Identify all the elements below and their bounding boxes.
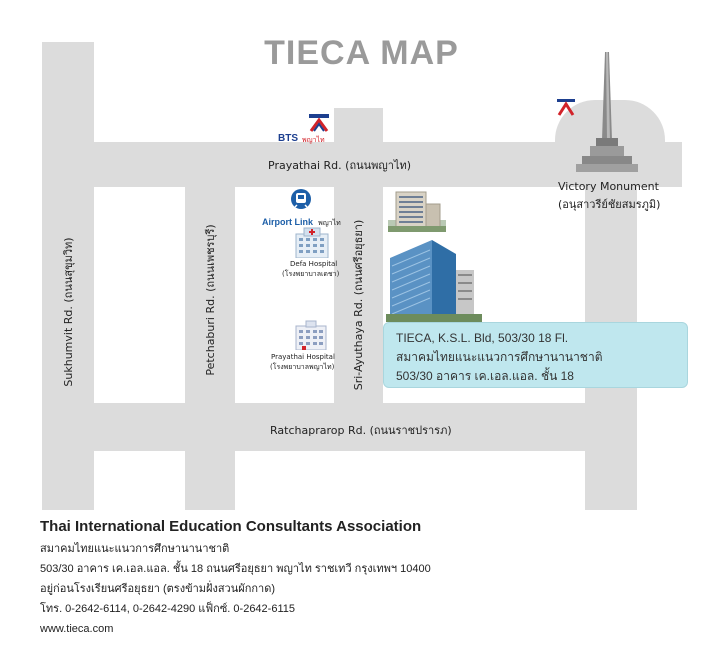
address-line: 503/30 อาคาร เค.เอล.แอล. ชั้น 18 ถนนศรีอ… bbox=[40, 563, 431, 575]
website-link[interactable]: www.tieca.com bbox=[40, 623, 114, 635]
hospital-building-icon bbox=[295, 227, 329, 258]
ksl-building-icon bbox=[386, 240, 482, 322]
airport-link-text: Airport Link bbox=[262, 217, 313, 227]
sriayuthaya-road-label: Sri-Ayuthaya Rd. (ถนนศรีอยุธยา) bbox=[352, 219, 365, 391]
defa-hospital-label: Defa Hospital bbox=[290, 260, 338, 268]
prayathai-hospital-thai-label: (โรงพยาบาลพญาไท) bbox=[270, 363, 335, 371]
contact-numbers: โทร. 0-2642-6114, 0-2642-4290 แฟ็กซ์. 0-… bbox=[40, 603, 295, 615]
info-box-line1: TIECA, K.S.L. Bld, 503/30 18 Fl. bbox=[396, 331, 569, 345]
prayathai-road-label: Prayathai Rd. (ถนนพญาไท) bbox=[268, 159, 412, 172]
victory-monument-icon bbox=[576, 52, 638, 172]
organization-thai-name: สมาคมไทยแนะแนวการศึกษานานาชาติ bbox=[40, 543, 230, 555]
info-box-line2: สมาคมไทยแนะแนวการศึกษานานาชาติ bbox=[396, 350, 603, 364]
info-box-line3: 503/30 อาคาร เค.เอล.แอล. ชั้น 18 bbox=[396, 369, 574, 383]
hospital-building-icon bbox=[295, 320, 327, 350]
location-note: อยู่ก่อนโรงเรียนศรีอยุธยา (ตรงข้ามฝั่งสว… bbox=[40, 583, 276, 595]
ratchaprarop-road-label: Ratchaprarop Rd. (ถนนราชปรารภ) bbox=[270, 424, 452, 437]
airport-link-icon bbox=[291, 189, 311, 209]
organization-name: Thai International Education Consultants… bbox=[40, 518, 422, 535]
bts-logo-icon bbox=[309, 114, 329, 132]
sukhumvit-road-label: Sukhumvit Rd. (ถนนสุขุมวิท) bbox=[62, 237, 75, 387]
road-sriayuthaya bbox=[334, 108, 383, 408]
road-petchaburi bbox=[185, 187, 235, 510]
tieca-location-box: TIECA, K.S.L. Bld, 503/30 18 Fl. สมาคมไท… bbox=[383, 322, 688, 388]
road-top-connector bbox=[42, 42, 94, 142]
road-ratchaprarop bbox=[42, 403, 637, 451]
bts-thai-label: พญาไท bbox=[302, 136, 325, 144]
defa-hospital-thai-label: (โรงพยาบาลเดชา) bbox=[282, 270, 340, 278]
bts-label: BTS bbox=[278, 133, 298, 144]
footer-contact: Thai International Education Consultants… bbox=[40, 518, 700, 639]
petchaburi-road-label: Petchaburi Rd. (ถนนเพชรบุรี) bbox=[204, 224, 217, 376]
airport-link-thai: พญาไท bbox=[318, 219, 341, 227]
victory-monument-thai-label: (อนุสาวรีย์ชัยสมรภูมิ) bbox=[558, 198, 661, 211]
map-title: TIECA MAP bbox=[264, 34, 459, 72]
prayathai-hospital-label: Prayathai Hospital bbox=[271, 353, 335, 361]
bts-victory-logo-icon bbox=[557, 99, 575, 116]
victory-monument-label: Victory Monument bbox=[558, 180, 659, 193]
airport-link-label: Airport Link พญาไท bbox=[262, 210, 341, 229]
building-icon bbox=[388, 191, 446, 232]
